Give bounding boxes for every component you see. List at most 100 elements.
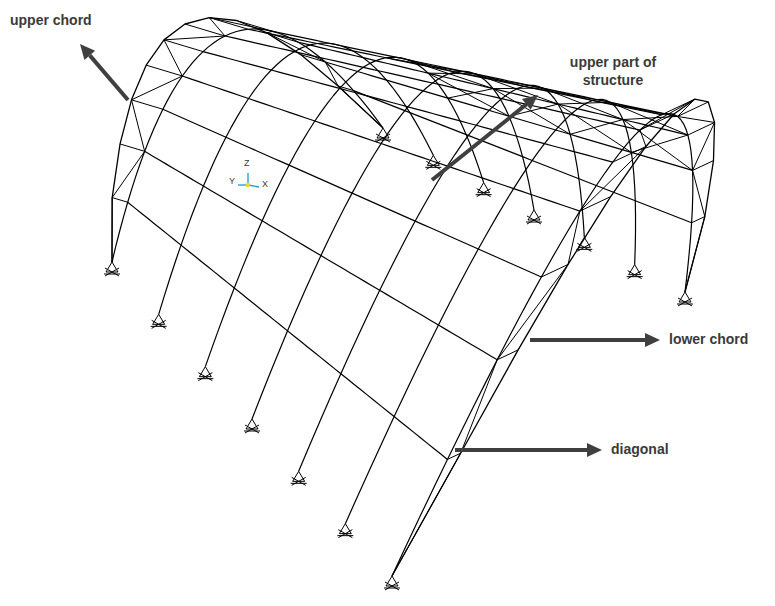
truss-vertical [146,65,182,76]
truss-vertical [678,102,709,116]
longitudinal-member [354,91,692,223]
support-symbol [246,419,258,429]
support-symbol [292,477,306,485]
support-symbol [385,582,399,590]
support-symbol [291,483,307,484]
truss-diagonal [164,40,182,76]
support-symbol [153,314,165,324]
support-symbol [105,268,119,276]
support-symbol [425,167,441,168]
longitudinal-member [273,31,678,116]
truss-diagonal [678,116,715,122]
longitudinal-member [163,109,542,277]
bracing-member [610,102,688,135]
truss-diagonal [112,151,144,197]
arch-member [159,43,434,314]
truss-diagonal [693,122,715,170]
truss-diagonal [640,99,695,130]
longitudinal-member [128,202,448,459]
truss-vertical [692,217,705,223]
truss-diagonal [640,130,646,146]
truss-diagonal [693,170,705,216]
truss-diagonal [209,18,272,32]
support-symbol [151,326,167,327]
support-symbol [628,271,642,279]
truss-diagonal [325,62,338,86]
support-symbol [427,155,439,165]
support-symbol [527,216,541,224]
support-symbol [629,265,641,275]
truss-diagonal [164,36,225,40]
truss-vertical [164,40,203,52]
bracing-member [623,120,693,171]
callout-arrow [432,104,526,180]
support-symbol [426,161,440,169]
bracing-member [408,60,455,72]
truss-vertical [112,198,128,203]
support-symbol [197,378,213,379]
axis-label: Y [228,176,236,187]
longitudinal-member [298,42,688,135]
support-symbol [477,189,491,197]
support-symbol [478,183,490,193]
support-symbol [678,298,692,306]
support-symbol [576,249,592,250]
truss-vertical [688,122,715,135]
truss-diagonal [267,33,325,62]
support-symbol [628,271,642,279]
callout-label: upper part of structure [550,54,676,89]
support-symbol [106,262,118,272]
support-symbol [375,140,391,141]
support-symbol [244,431,260,432]
support-symbol [528,210,540,220]
longitudinal-member [182,76,580,211]
truss-diagonal [568,211,580,264]
bracing-member [455,72,543,88]
support-symbol [386,576,398,586]
support-symbol [337,535,353,536]
truss-diagonal [678,99,695,116]
bracing-member [475,74,524,86]
support-symbol [377,128,389,138]
callout-arrowhead [522,95,538,110]
support-symbol [152,320,166,328]
arch-member [252,71,534,419]
truss-diagonal [392,453,461,576]
truss-diagonal [685,217,705,292]
bracing-member [386,58,475,74]
truss-vertical [693,161,714,171]
callout-label: upper chord [8,12,94,30]
bracing-member [543,88,593,100]
truss-diagonal [131,100,144,151]
truss-vertical [185,24,225,36]
support-symbol [677,304,693,305]
support-symbol [678,298,692,306]
support-symbol [476,194,492,195]
support-symbol [338,530,352,538]
support-symbol [376,134,390,142]
support-symbol [526,222,542,223]
truss-diagonal [267,31,273,33]
axis-label: X [261,179,269,190]
support-symbol [199,367,211,377]
longitudinal-member [145,151,498,359]
truss-vertical [131,100,162,109]
support-symbol [105,268,119,276]
arch-member [345,99,635,523]
callout-arrow [530,338,645,342]
bracing-member [570,120,623,135]
arch-member [392,114,693,577]
axis-label: Z [243,158,251,169]
truss-diagonal [131,76,182,100]
bracing-member [558,104,631,152]
bracing-member [493,89,570,135]
bracing-member [593,101,678,117]
truss-vertical [120,144,145,151]
bracing-member [448,89,493,99]
support-symbol [198,373,212,381]
support-symbol [293,471,305,481]
truss-diagonal [580,146,646,211]
support-symbol [679,292,691,302]
support-symbol [198,373,212,381]
